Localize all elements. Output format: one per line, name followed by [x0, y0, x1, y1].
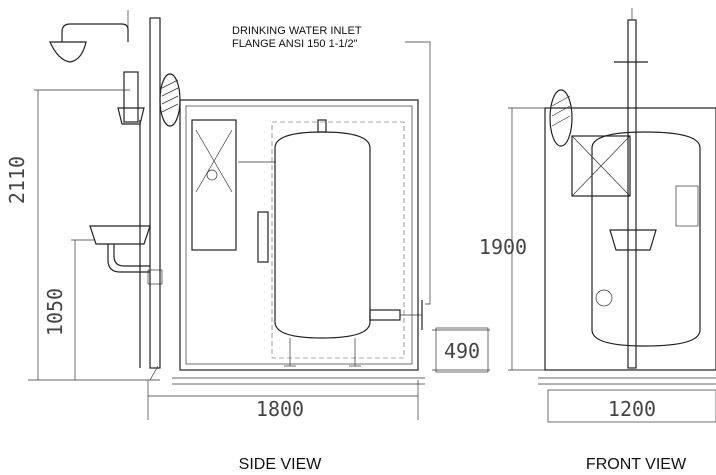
side-eyewash: [89, 225, 163, 285]
front-control-box: [571, 135, 631, 197]
dim-side-basin-height: 1050: [43, 288, 67, 336]
dim-side-inlet-height: 490: [444, 339, 480, 363]
front-view-title: FRONT VIEW: [586, 456, 687, 473]
dim-front-height: 1900: [479, 235, 527, 259]
dim-side-total-height: 2110: [5, 156, 29, 204]
front-tank: [591, 131, 701, 347]
front-pipe: [614, 8, 648, 369]
side-dimension-lines: [28, 89, 490, 420]
inlet-annotation-line2: FLANGE ANSI 150 1-1/2": [232, 38, 358, 50]
side-hatched-pipe: [159, 73, 181, 127]
side-tank: [238, 119, 371, 367]
front-hatched-pipe: [549, 89, 573, 147]
inlet-annotation-line1: DRINKING WATER INLET: [232, 25, 362, 37]
side-view-title: SIDE VIEW: [239, 456, 323, 473]
dim-front-width: 1200: [608, 397, 656, 421]
side-inner-dashed: [271, 121, 405, 359]
side-control-box: [191, 119, 237, 251]
front-eyewash: [595, 185, 699, 307]
front-view: [508, 8, 716, 423]
side-view: [28, 10, 490, 420]
front-enclosure: [508, 107, 716, 385]
side-inlet-flange: [369, 41, 431, 330]
side-enclosure: [172, 99, 425, 385]
front-dim-box: [547, 389, 716, 423]
dim-side-width: 1800: [256, 397, 304, 421]
